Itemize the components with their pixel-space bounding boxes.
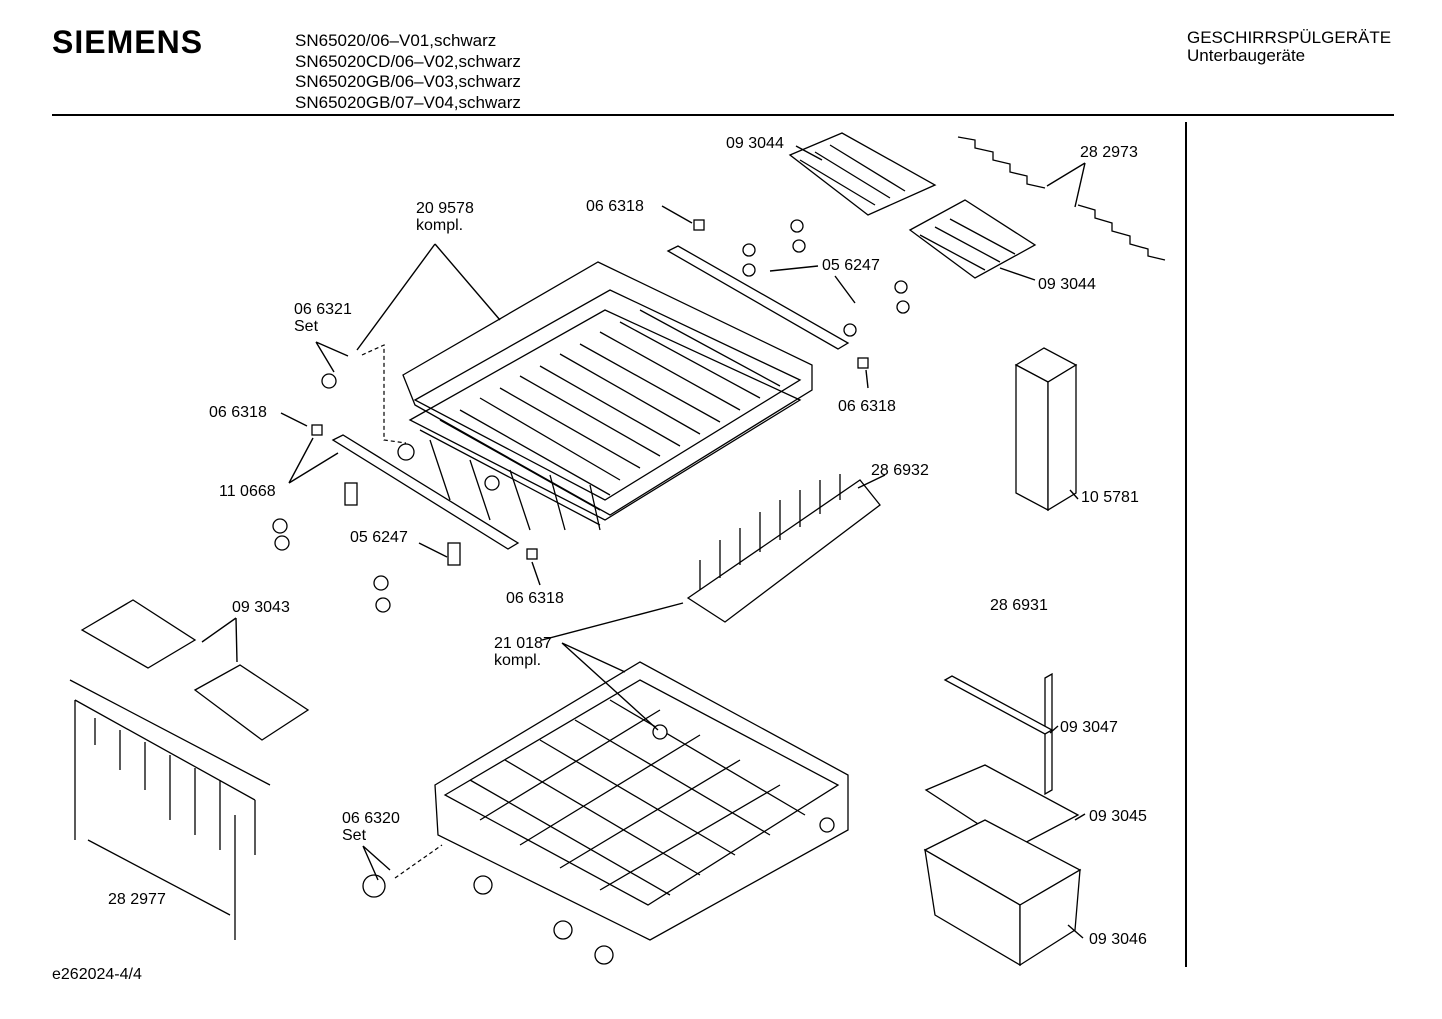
part-number: 06 6320 — [342, 810, 400, 827]
part-note: Set — [294, 318, 319, 335]
fold-down-shelf — [69, 679, 271, 940]
category-title: GESCHIRRSPÜLGERÄTE — [1187, 28, 1392, 47]
part-label-110668: 11 0668 — [219, 483, 276, 500]
part-label-105781: 10 5781 — [1081, 489, 1139, 506]
part-label-286932: 28 6932 — [871, 462, 929, 479]
upper-basket — [402, 261, 813, 531]
part-label-282973: 28 2973 — [1080, 144, 1138, 161]
part-label-066318: 06 6318 — [209, 404, 267, 421]
part-label-286931: 28 6931 — [990, 597, 1048, 614]
lower-basket — [434, 661, 849, 965]
part-note: kompl. — [494, 652, 542, 669]
category-subtitle: Unterbaugeräte — [1187, 46, 1306, 65]
part-label-066318: 06 6318 — [838, 398, 896, 415]
document-id: e262024-4/4 — [52, 966, 142, 983]
part-label-066320: 06 6320 Set — [342, 810, 400, 844]
part-label-066318: 06 6318 — [506, 590, 564, 607]
part-label-066318: 06 6318 — [586, 198, 644, 215]
basket-rails — [331, 245, 850, 550]
cup-racks-upper — [788, 132, 1037, 279]
part-label-056247: 05 6247 — [350, 529, 408, 546]
brand-logo: SIEMENS — [52, 24, 204, 60]
part-label-093044: 09 3044 — [726, 135, 784, 152]
part-number: 21 0187 — [494, 635, 552, 652]
part-number: 06 6321 — [294, 301, 352, 318]
part-label-093045: 09 3045 — [1089, 808, 1147, 825]
part-label-282977: 28 2977 — [108, 891, 166, 908]
plate-rack — [686, 474, 881, 623]
small-parts — [272, 219, 910, 898]
part-note: Set — [342, 827, 367, 844]
part-label-056247: 05 6247 — [822, 257, 880, 274]
model-list: SN65020/06–V01,schwarz SN65020CD/06–V02,… — [295, 31, 521, 113]
side-rule — [1185, 122, 1187, 967]
spike-strips — [957, 136, 1166, 261]
part-label-093043: 09 3043 — [232, 599, 290, 616]
header-rule — [52, 114, 1394, 116]
category-block: GESCHIRRSPÜLGERÄTE Unterbaugeräte — [1187, 29, 1391, 65]
part-label-093047: 09 3047 — [1060, 719, 1118, 736]
leader-lines — [201, 145, 1086, 939]
part-label-093046: 09 3046 — [1089, 931, 1147, 948]
part-note: kompl. — [416, 217, 464, 234]
part-label-066321: 06 6321 Set — [294, 301, 352, 335]
part-label-209578: 20 9578 kompl. — [416, 200, 474, 234]
cup-racks-lower — [80, 599, 310, 741]
model-line: SN65020GB/06–V03,schwarz — [295, 72, 521, 91]
model-line: SN65020CD/06–V02,schwarz — [295, 51, 521, 71]
model-line: SN65020GB/07–V04,schwarz — [295, 92, 521, 112]
part-label-210187: 21 0187 kompl. — [494, 635, 552, 669]
part-number: 20 9578 — [416, 200, 474, 217]
part-label-093044: 09 3044 — [1038, 276, 1096, 293]
model-line: SN65020/06–V01,schwarz — [295, 31, 497, 50]
cutlery-basket-parts — [923, 347, 1082, 967]
